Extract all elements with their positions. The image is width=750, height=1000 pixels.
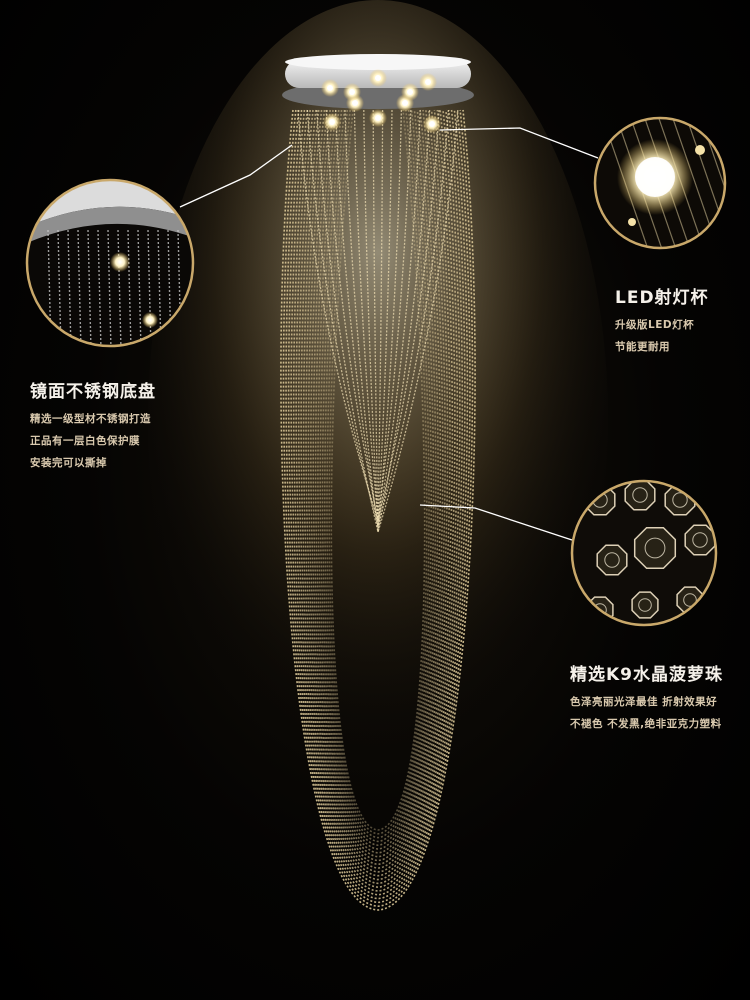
led-bulbs [321,69,441,133]
callout-led-line-2: 节能更耐用 [615,341,670,353]
led-detail-circle [593,116,727,250]
callout-crystal-line-1: 色泽亮丽光泽最佳 折射效果好 [570,696,718,708]
callout-led-line-1: 升级版LED灯杯 [615,319,695,331]
callout-base-line-2: 正品有一层白色保护膜 [30,435,140,447]
crystal-detail-circle [570,479,718,627]
ambient-glow [148,0,608,840]
leader-line-led [439,127,599,159]
leader-line-base [179,144,293,208]
callout-led-title: LED射灯杯 [615,288,709,308]
callout-crystal: 精选K9水晶菠萝珠 色泽亮丽光泽最佳 折射效果好 不褪色 不发黑,绝非亚克力塑料 [570,660,723,731]
callout-led: LED射灯杯 升级版LED灯杯 节能更耐用 [615,283,709,354]
callout-base-line-3: 安装完可以撕掉 [30,457,107,469]
crystal-strands [280,109,476,911]
callout-base-title: 镜面不锈钢底盘 [30,382,156,402]
leader-line-crystal [419,504,573,541]
callout-base: 镜面不锈钢底盘 精选一级型材不锈钢打造 正品有一层白色保护膜 安装完可以撕掉 [30,377,156,470]
callout-crystal-title: 精选K9水晶菠萝珠 [570,665,724,685]
callout-base-line-1: 精选一级型材不锈钢打造 [30,413,151,425]
leader-lines [179,127,599,541]
callout-crystal-line-2: 不褪色 不发黑,绝非亚克力塑料 [570,718,722,730]
